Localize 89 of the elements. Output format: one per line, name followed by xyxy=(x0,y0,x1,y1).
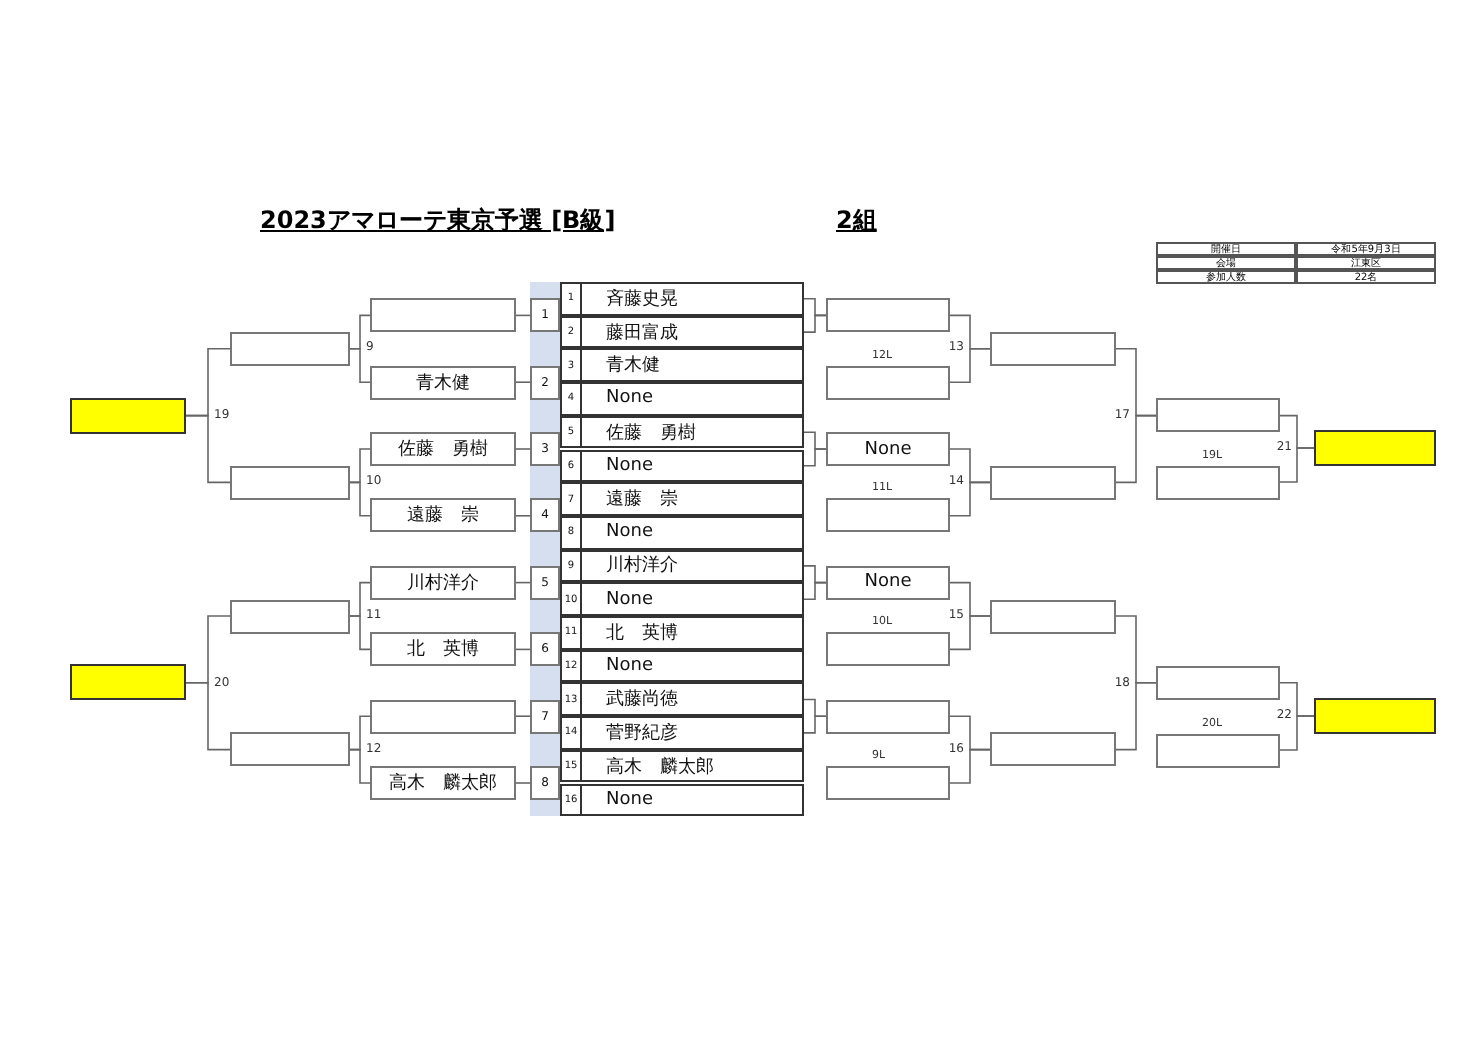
bracket-line xyxy=(515,381,531,383)
player-row xyxy=(560,515,804,550)
player-name: 高木 麟太郎 xyxy=(604,755,716,780)
bracket-slot xyxy=(990,465,1116,500)
bracket-line xyxy=(949,748,991,784)
bracket-line xyxy=(349,481,371,517)
player-name: 北 英博 xyxy=(604,621,680,646)
bracket-slot xyxy=(1156,465,1280,499)
player-row xyxy=(560,315,804,349)
player-name: 遠藤 崇 xyxy=(604,487,680,513)
bracket-line xyxy=(515,448,531,450)
bracket-line xyxy=(803,581,827,601)
player-row xyxy=(560,682,804,717)
player-row xyxy=(560,282,804,316)
player-name: None xyxy=(604,388,655,409)
bracket-slot xyxy=(1156,398,1280,433)
bracket-line xyxy=(803,448,827,467)
bracket-line xyxy=(185,414,231,484)
player-row xyxy=(560,482,804,516)
bracket-slot xyxy=(826,498,950,533)
bracket-slot: None xyxy=(826,432,950,466)
bracket-slot: 遠藤 崇 xyxy=(370,498,516,533)
player-row xyxy=(560,649,804,683)
winner-slot xyxy=(1314,430,1436,466)
player-row xyxy=(560,348,804,383)
player-row xyxy=(560,582,804,616)
group-label: 2組 xyxy=(836,204,877,238)
winner-slot xyxy=(70,397,186,434)
player-row xyxy=(560,783,804,817)
bracket-line xyxy=(949,615,991,651)
player-row xyxy=(560,749,804,783)
player-name: 斉藤史晃 xyxy=(604,287,680,312)
winner-slot xyxy=(1314,698,1436,734)
player-row xyxy=(560,716,804,750)
player-row xyxy=(560,449,804,483)
bracket-slot xyxy=(230,331,350,366)
bracket-slot xyxy=(826,298,950,333)
player-row xyxy=(560,616,804,650)
bracket-slot xyxy=(826,365,950,400)
bracket-slot: 高木 麟太郎 xyxy=(370,766,516,800)
bracket-slot xyxy=(990,732,1116,767)
player-name: 佐藤 勇樹 xyxy=(604,421,698,446)
bracket-line xyxy=(1279,715,1315,751)
player-name: None xyxy=(604,656,655,677)
player-name: 藤田富成 xyxy=(604,321,680,346)
bracket-slot: None xyxy=(826,565,950,600)
bracket-line xyxy=(515,782,531,784)
bracket-line xyxy=(949,481,991,517)
bracket-line xyxy=(1115,682,1157,751)
bracket-slot xyxy=(230,599,350,633)
bracket-line xyxy=(1115,414,1157,484)
player-name: 青木健 xyxy=(604,353,662,379)
bracket-slot xyxy=(1156,733,1280,767)
bracket-slot: 北 英博 xyxy=(370,632,516,667)
player-name: None xyxy=(604,589,655,610)
winner-slot xyxy=(70,664,186,701)
bracket-slot: 川村洋介 xyxy=(370,565,516,600)
player-row xyxy=(560,415,804,449)
bracket-line xyxy=(349,348,371,383)
player-name: None xyxy=(604,522,655,543)
bracket-slot xyxy=(230,465,350,500)
bracket-slot: 佐藤 勇樹 xyxy=(370,432,516,466)
bracket-slot xyxy=(826,766,950,800)
bracket-slot xyxy=(826,632,950,667)
player-row xyxy=(560,549,804,583)
bracket-line xyxy=(515,715,531,717)
bracket-line xyxy=(949,348,991,383)
player-name: 川村洋介 xyxy=(604,553,680,579)
player-row xyxy=(560,382,804,416)
bracket-slot: 青木健 xyxy=(370,365,516,400)
bracket-slot xyxy=(370,298,516,333)
bracket-line xyxy=(349,748,371,784)
bracket-slot xyxy=(990,599,1116,633)
bracket-line xyxy=(803,715,827,734)
bracket-line xyxy=(349,615,371,651)
bracket-line xyxy=(515,515,531,517)
bracket-slot xyxy=(1156,665,1280,700)
player-name: None xyxy=(604,455,655,476)
player-name: 菅野紀彦 xyxy=(604,721,680,746)
player-name: None xyxy=(604,789,655,810)
bracket-line xyxy=(1279,447,1315,483)
bracket-line xyxy=(185,682,231,751)
title: 2023アマローテ東京予選 [B級] xyxy=(260,204,616,238)
bracket-slot xyxy=(230,732,350,767)
bracket-line xyxy=(803,314,827,333)
bracket-slot xyxy=(370,699,516,734)
bracket-slot xyxy=(826,699,950,734)
bracket-slot xyxy=(990,331,1116,366)
player-name: 武藤尚徳 xyxy=(604,687,680,713)
